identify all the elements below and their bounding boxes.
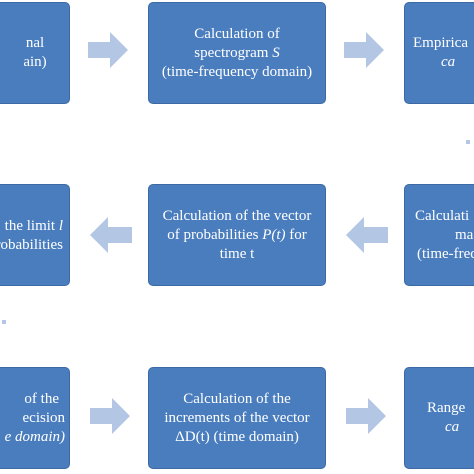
box-signal-line1: nal	[25, 35, 45, 51]
arrow-right-shape-2	[344, 32, 384, 68]
box-limit-line2: robabilities	[0, 237, 63, 253]
box-empirical-line2: ca	[441, 54, 456, 70]
box-limit-line1: the limit l	[4, 218, 63, 234]
box-calculation-matrix-line2: ma	[455, 226, 474, 243]
box-increments-line3: ΔD(t) (time domain)	[175, 428, 299, 445]
box-probabilities: Calculation of the vector of probabiliti…	[148, 184, 326, 286]
arrow-right-shape-4	[346, 398, 386, 434]
box-spectrogram-line2: spectrogram S	[194, 44, 280, 61]
box-ranges-line1: Range	[427, 400, 466, 416]
arrow-left-shape-2	[346, 217, 388, 253]
box-precision: of the ecision e domain)	[0, 367, 70, 469]
box-signal: nal ain)	[0, 2, 70, 104]
box-precision-line1: of the	[24, 390, 59, 407]
box-signal-line2: ain)	[23, 54, 47, 70]
box-increments-line2: increments of the vector	[164, 409, 310, 426]
box-empirical-line1: Empirica	[413, 35, 468, 51]
box-probabilities-line2: of probabilities P(t) for	[167, 226, 307, 243]
box-ranges-line2: ca	[445, 419, 460, 435]
box-spectrogram-line1: Calculation of	[194, 25, 280, 42]
box-calculation-matrix-line3: (time-freq	[417, 245, 474, 262]
box-ranges: Range ca	[404, 367, 474, 469]
connector-fragment-left	[2, 320, 6, 324]
box-calculation-matrix: Calculati ma (time-freq	[404, 184, 474, 286]
arrow-right-icon	[344, 32, 384, 68]
arrow-right-icon	[90, 398, 130, 434]
box-empirical: Empirica ca	[404, 2, 474, 104]
arrow-right-shape-3	[90, 398, 130, 434]
box-increments-line1: Calculation of the	[183, 390, 291, 407]
box-precision-line2: ecision	[22, 409, 66, 426]
arrow-right-icon	[346, 398, 386, 434]
box-increments: Calculation of the increments of the vec…	[148, 367, 326, 469]
arrow-right-icon	[88, 32, 128, 68]
arrow-left-shape-1	[90, 217, 132, 253]
arrow-right-shape-1	[88, 32, 128, 68]
box-spectrogram-line3: (time-frequency domain)	[161, 63, 313, 80]
arrow-left-icon	[346, 217, 388, 253]
box-probabilities-line3: time t	[219, 245, 255, 262]
box-probabilities-line1: Calculation of the vector	[162, 207, 312, 224]
box-limit: the limit l robabilities	[0, 184, 70, 286]
box-spectrogram: Calculation of spectrogram S (time-frequ…	[148, 2, 326, 104]
box-calculation-matrix-line1: Calculati	[415, 207, 470, 224]
box-precision-line3: e domain)	[4, 428, 65, 445]
connector-fragment-top-right	[466, 140, 470, 144]
arrow-left-icon	[90, 217, 132, 253]
